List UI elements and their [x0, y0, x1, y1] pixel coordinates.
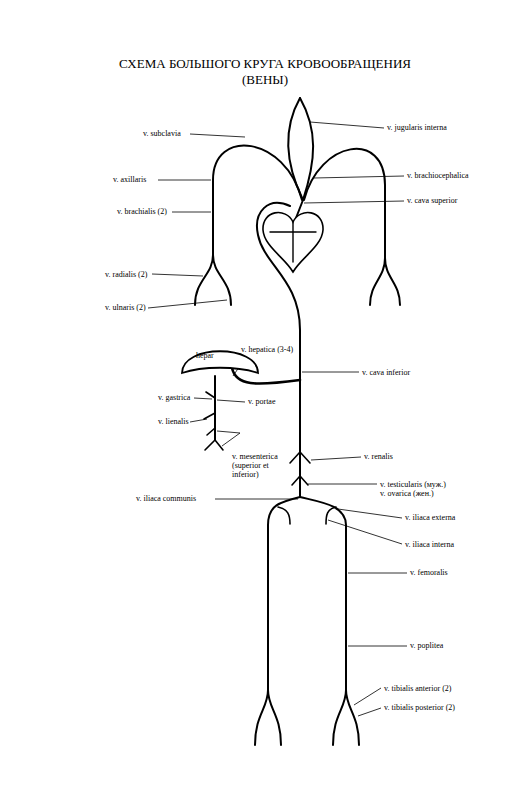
vein-label: v. femoralis — [410, 568, 448, 577]
leader-line — [172, 212, 211, 213]
vein-label: v. poplitea — [410, 641, 443, 650]
left-leg-vein — [268, 497, 300, 690]
jugular-vein — [300, 98, 313, 200]
diagram-title: СХЕМА БОЛЬШОГО КРУГА КРОВООБРАЩЕНИЯ (ВЕН… — [105, 56, 425, 88]
left-radial-vein — [195, 255, 213, 305]
right-tibial-vein — [333, 690, 359, 745]
leader-line — [304, 201, 404, 203]
leader-line — [311, 457, 361, 460]
leader-line — [354, 688, 381, 705]
heart-septum — [270, 222, 316, 262]
right-radial-vein — [370, 258, 385, 305]
vein-label: v. axillaris — [113, 175, 146, 184]
leader-line — [217, 431, 240, 446]
portal-vein — [214, 376, 216, 440]
hepatic-vein — [232, 368, 300, 384]
leader-line — [194, 398, 212, 399]
vein-label: v. renalis — [364, 452, 393, 461]
leader-line — [148, 300, 227, 308]
right-leg-vein — [300, 497, 346, 690]
vein-label: v. jugularis interna — [387, 123, 447, 132]
renal-vein — [290, 452, 310, 463]
heart-shape — [263, 213, 323, 272]
vein-label: v. ovarica (жен.) — [380, 489, 434, 498]
leader-line — [348, 646, 407, 647]
splenic-vein — [204, 413, 215, 419]
leader-line — [158, 180, 211, 181]
vein-label: v. hepatica (3-4) — [241, 345, 293, 354]
gastric-vein — [206, 392, 215, 398]
jugular-vein — [288, 98, 303, 200]
vein-label: v. subclavia — [143, 129, 181, 138]
left-ulnar-vein — [213, 255, 231, 305]
leader-line — [314, 176, 404, 178]
left-tibial-vein — [255, 690, 281, 745]
vein-label: v. gastrica — [158, 393, 190, 402]
vein-label: v. iliaca communis — [136, 494, 196, 503]
vein-label: v. tibialis posterior (2) — [384, 703, 455, 712]
leader-line — [190, 134, 245, 137]
internal-iliac-vein — [278, 507, 336, 524]
leader-line — [338, 509, 402, 518]
vein-label: v. tibialis anterior (2) — [384, 684, 451, 693]
right-ulnar-vein — [385, 258, 400, 305]
vein-label: v. mesenterica (superior et inferior) — [232, 452, 292, 479]
vein-label: v. cava inferior — [362, 368, 410, 377]
vein-label: v. brachialis (2) — [117, 207, 167, 216]
leader-line — [190, 419, 207, 422]
leader-line — [217, 400, 245, 402]
leader-line — [358, 708, 381, 716]
vein-label: v. ulnaris (2) — [105, 303, 146, 312]
leader-line — [328, 520, 402, 544]
leader-line — [310, 122, 384, 128]
leader-line — [302, 372, 359, 373]
liver-outline — [182, 351, 258, 373]
vein-label: v. testicularis (муж.) — [380, 480, 446, 489]
gonadal-vein — [292, 476, 308, 485]
organ-name: hepar — [196, 351, 214, 360]
vein-label: v. iliaca interna — [405, 540, 454, 549]
leader-line — [215, 499, 298, 500]
leader-line — [308, 484, 377, 485]
vein-label: v. lienalis — [158, 417, 189, 426]
vein-label: v. iliaca externa — [405, 513, 455, 522]
vein-label: v. brachiocephalica — [407, 171, 469, 180]
vein-label: v. radialis (2) — [105, 270, 147, 279]
leader-line — [152, 274, 203, 276]
vein-label: v. portae — [248, 397, 275, 406]
leader-line — [348, 573, 407, 574]
vein-label: v. cava superior — [407, 196, 457, 205]
